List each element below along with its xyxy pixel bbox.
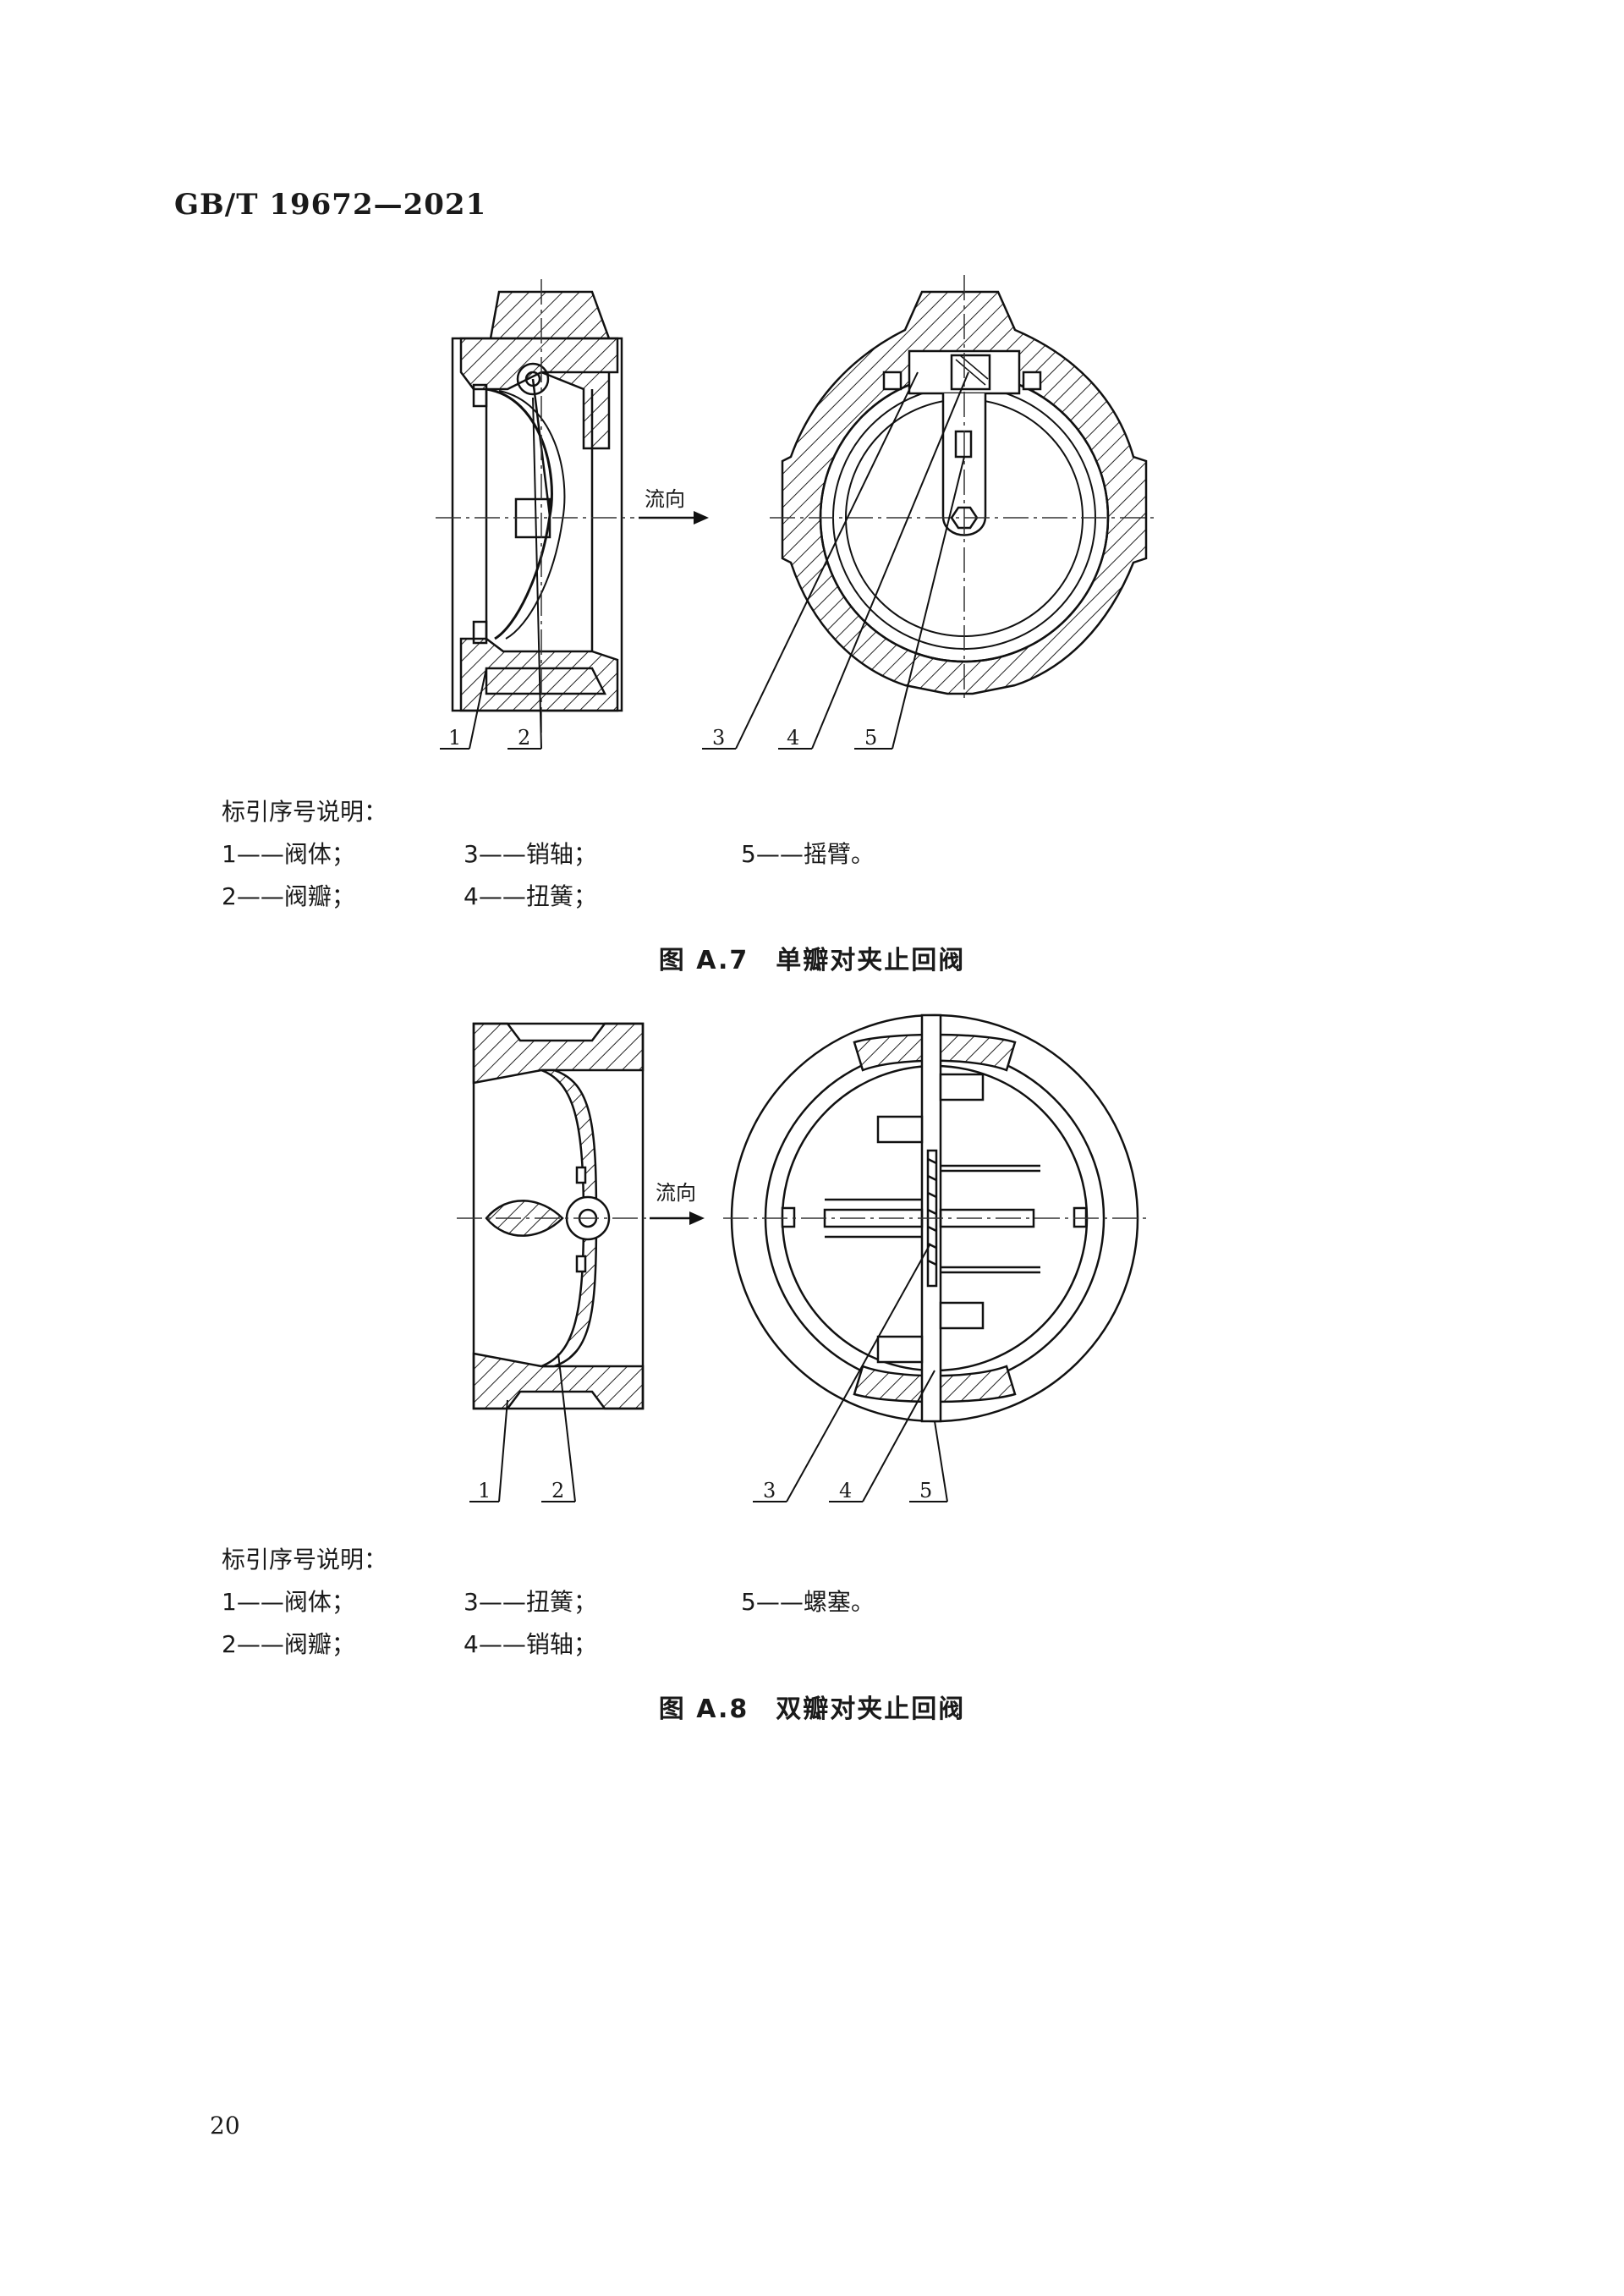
a8-legend-item-5: 5——螺塞。	[741, 1588, 875, 1616]
svg-text:4: 4	[787, 726, 799, 750]
a8-legend-item-4: 4——销轴；	[464, 1630, 597, 1658]
a8-legend-item-3: 3——扭簧；	[464, 1588, 597, 1616]
a8-legend-item-1: 1——阀体；	[222, 1588, 355, 1616]
a7-legend-item-3: 3——销轴；	[464, 840, 597, 868]
svg-text:1: 1	[448, 726, 461, 750]
svg-text:2: 2	[518, 726, 530, 750]
figure-a8-drawing: 流向	[457, 1013, 1146, 1502]
svg-text:2: 2	[551, 1479, 564, 1502]
a8-leaders	[469, 1243, 948, 1502]
svg-text:3: 3	[763, 1479, 776, 1502]
a7-legend-item-4: 4——扭簧；	[464, 882, 597, 910]
a8-flow-arrow: 流向	[650, 1181, 705, 1225]
svg-text:3: 3	[712, 726, 725, 750]
svg-text:流向: 流向	[645, 487, 685, 511]
svg-text:4: 4	[839, 1479, 852, 1502]
a7-legend-item-2: 2——阀瓣；	[222, 882, 355, 910]
svg-text:5: 5	[864, 726, 877, 750]
a7-side-view	[451, 290, 623, 712]
a7-flow-arrow: 流向	[639, 487, 709, 525]
a8-legend-title: 标引序号说明：	[222, 1546, 388, 1574]
a8-legend-item-2: 2——阀瓣；	[222, 1630, 355, 1658]
a7-legend-item-5: 5——摇臂。	[741, 840, 875, 868]
a8-front-view	[730, 1013, 1139, 1423]
a8-caption: 图 A.8 双瓣对夹止回阀	[658, 1695, 966, 1724]
svg-text:流向: 流向	[656, 1181, 696, 1205]
a7-part-numbers: 1 2 3 4 5	[448, 726, 877, 750]
page-number: 20	[210, 2112, 240, 2139]
a8-part-numbers: 1 2 3 4 5	[478, 1479, 932, 1502]
a7-caption: 图 A.7 单瓣对夹止回阀	[658, 946, 966, 975]
a7-legend-title: 标引序号说明：	[222, 798, 388, 826]
a7-leaders	[440, 371, 969, 750]
svg-text:1: 1	[478, 1479, 491, 1502]
figure-a7-drawing: 流向 1 2 3 4 5	[436, 275, 1159, 750]
a8-side-view	[472, 1022, 645, 1410]
svg-text:5: 5	[919, 1479, 932, 1502]
a7-legend-item-1: 1——阀体；	[222, 840, 355, 868]
document-header: GB/T 19672—2021	[174, 188, 487, 222]
